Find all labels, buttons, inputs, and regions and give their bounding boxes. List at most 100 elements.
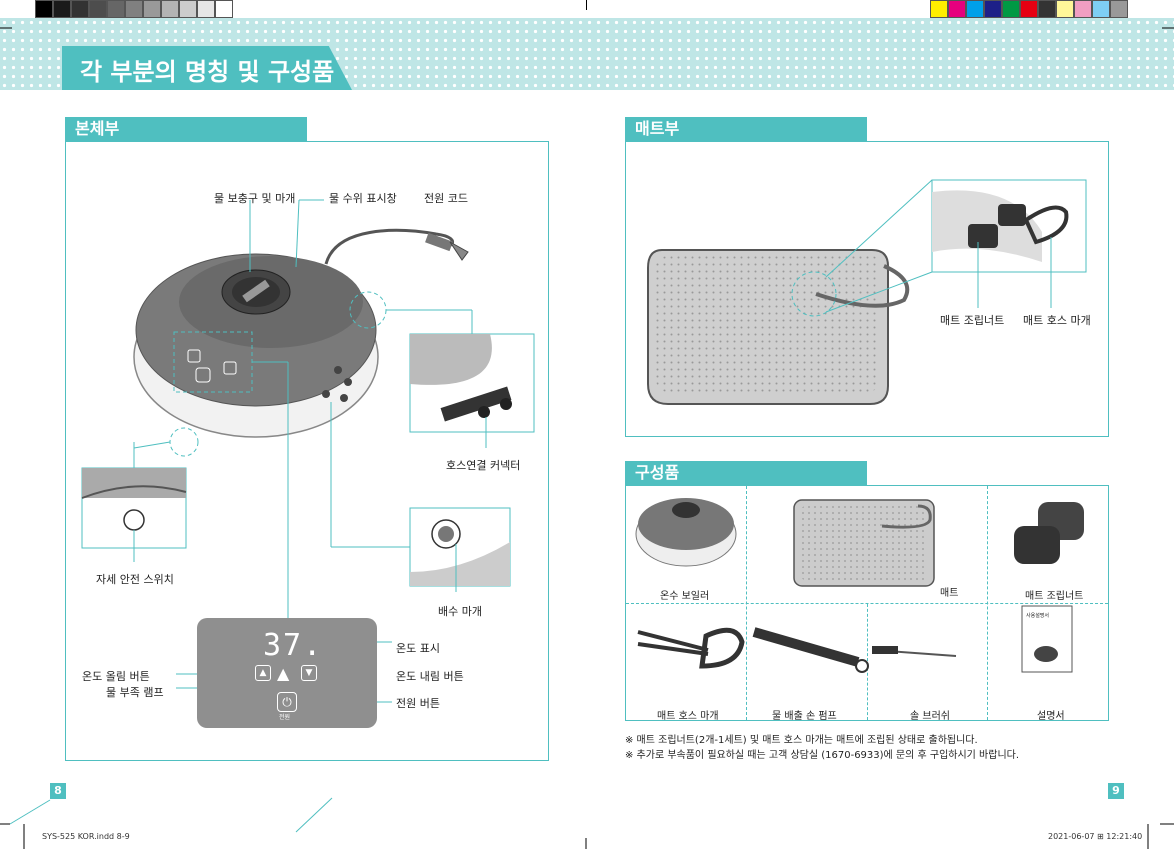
boiler-illustration bbox=[81, 199, 535, 703]
note-2: ※ 추가로 부속품이 필요하실 때는 고객 상담실 (1670-6933)에 문… bbox=[625, 750, 1020, 761]
plug-body bbox=[425, 232, 453, 252]
label-temp-down: 온도 내림 버튼 bbox=[396, 670, 464, 683]
label-drain-cap: 배수 마개 bbox=[438, 605, 482, 618]
crop-mark bbox=[586, 0, 587, 10]
item-mat-connector: 매트 조립너트 bbox=[1025, 591, 1084, 602]
vent bbox=[334, 366, 342, 374]
drain-cap bbox=[431, 519, 461, 549]
cap-handle bbox=[242, 279, 270, 303]
front-btn bbox=[223, 361, 237, 375]
page-number-right: 9 bbox=[1108, 783, 1124, 799]
item-manual: 설명서 bbox=[1037, 711, 1065, 722]
switch-callout bbox=[169, 427, 199, 457]
item-boiler: 온수 보일러 bbox=[660, 591, 710, 602]
mat-surface bbox=[656, 256, 880, 392]
label-hose-connector: 호스연결 커넥터 bbox=[446, 459, 521, 472]
swatch bbox=[89, 0, 107, 18]
grayscale-swatches bbox=[35, 0, 233, 18]
body-section-tab: 본체부 bbox=[65, 117, 307, 141]
temp-up-button[interactable]: ▲ bbox=[255, 665, 271, 681]
footer-date: 2021-06-07 ⊞ 12:21:40 bbox=[1048, 832, 1143, 841]
swatch bbox=[948, 0, 966, 18]
leader-line bbox=[133, 441, 171, 449]
item-pump: 물 배출 손 펌프 bbox=[772, 711, 837, 722]
grid-divider bbox=[746, 486, 747, 720]
front-btn bbox=[187, 349, 201, 363]
temp-down-button[interactable]: ▼ bbox=[301, 665, 317, 681]
swatch bbox=[1110, 0, 1128, 18]
mat-section-frame bbox=[625, 141, 1109, 437]
connector-body bbox=[440, 386, 512, 422]
manual-cover-text: 사용설명서 bbox=[1026, 613, 1050, 619]
swatch bbox=[71, 0, 89, 18]
swatch bbox=[35, 0, 53, 18]
label-power-cord: 전원 코드 bbox=[424, 192, 468, 205]
mat-hose bbox=[815, 264, 910, 308]
connector-shell bbox=[410, 334, 492, 385]
drain-cap-inner bbox=[438, 526, 454, 542]
plug-head bbox=[449, 241, 469, 261]
connector-nut bbox=[500, 398, 512, 410]
label-water-inlet: 물 보충구 및 마개 bbox=[214, 192, 296, 205]
swatch bbox=[197, 0, 215, 18]
swatch bbox=[215, 0, 233, 18]
item-hose-cap: 매트 호스 마개 bbox=[657, 711, 719, 722]
swatch bbox=[107, 0, 125, 18]
label-water-level: 물 수위 표시창 bbox=[329, 192, 397, 205]
label-temp-up: 온도 올림 버튼 bbox=[82, 670, 150, 683]
swatch bbox=[1092, 0, 1110, 18]
item-brush: 솔 브러쉬 bbox=[910, 711, 950, 722]
water-low-icon: ▲ bbox=[277, 664, 290, 683]
contents-section-tab: 구성품 bbox=[625, 461, 867, 485]
swatch bbox=[1038, 0, 1056, 18]
swatch bbox=[53, 0, 71, 18]
swatch bbox=[125, 0, 143, 18]
swatch bbox=[1056, 0, 1074, 18]
footer-file: SYS-525 KOR.indd 8-9 bbox=[42, 832, 130, 841]
swatch bbox=[966, 0, 984, 18]
swatch bbox=[1020, 0, 1038, 18]
page-number-left: 8 bbox=[50, 783, 66, 799]
swatch bbox=[1074, 0, 1092, 18]
swatch bbox=[143, 0, 161, 18]
swatch bbox=[984, 0, 1002, 18]
connector-nut bbox=[478, 406, 490, 418]
label-mat-connector: 매트 조립너트 bbox=[940, 314, 1005, 327]
label-temp-display: 온도 표시 bbox=[396, 642, 440, 655]
item-mat: 매트 bbox=[940, 588, 959, 599]
power-icon[interactable]: ⏻ bbox=[277, 692, 297, 712]
color-swatches bbox=[930, 0, 1128, 18]
label-power-button: 전원 버튼 bbox=[396, 697, 440, 710]
page-title-text: 각 부분의 명칭 및 구성품 bbox=[80, 58, 335, 86]
swatch bbox=[1002, 0, 1020, 18]
temp-display: 37. bbox=[263, 628, 324, 663]
power-small-label: 전원 bbox=[279, 714, 291, 721]
swatch bbox=[161, 0, 179, 18]
mat-section-tab: 매트부 bbox=[625, 117, 867, 141]
label-water-low-lamp: 물 부족 램프 bbox=[106, 686, 164, 699]
mat-nut bbox=[968, 224, 998, 248]
mat-hose-cap bbox=[1023, 205, 1069, 245]
label-tilt-switch: 자세 안전 스위치 bbox=[96, 573, 174, 586]
swatch bbox=[930, 0, 948, 18]
vent bbox=[344, 378, 352, 386]
control-panel: 37. ▲ ▲ ▼ ⏻ 전원 bbox=[197, 618, 377, 728]
crop-marks bbox=[0, 797, 1174, 849]
grid-divider bbox=[987, 486, 988, 720]
leader-line bbox=[825, 179, 933, 278]
mat-nut bbox=[998, 204, 1026, 226]
page-title: 각 부분의 명칭 및 구성품 bbox=[62, 46, 352, 90]
mat-illustration bbox=[647, 179, 1087, 405]
swatch bbox=[179, 0, 197, 18]
contents-illustrations bbox=[635, 498, 1084, 673]
grid-divider bbox=[626, 603, 1108, 604]
top-crop-marks bbox=[0, 27, 1174, 29]
label-mat-hose-cap: 매트 호스 마개 bbox=[1023, 314, 1091, 327]
note-1: ※ 매트 조립너트(2개-1세트) 및 매트 호스 마개는 매트에 조립된 상태… bbox=[625, 735, 978, 746]
vent bbox=[340, 394, 348, 402]
leader-line bbox=[825, 271, 933, 313]
drain-shell bbox=[410, 542, 510, 586]
vent bbox=[322, 390, 330, 398]
body-section-frame bbox=[65, 141, 549, 761]
contents-grid bbox=[625, 485, 1109, 721]
